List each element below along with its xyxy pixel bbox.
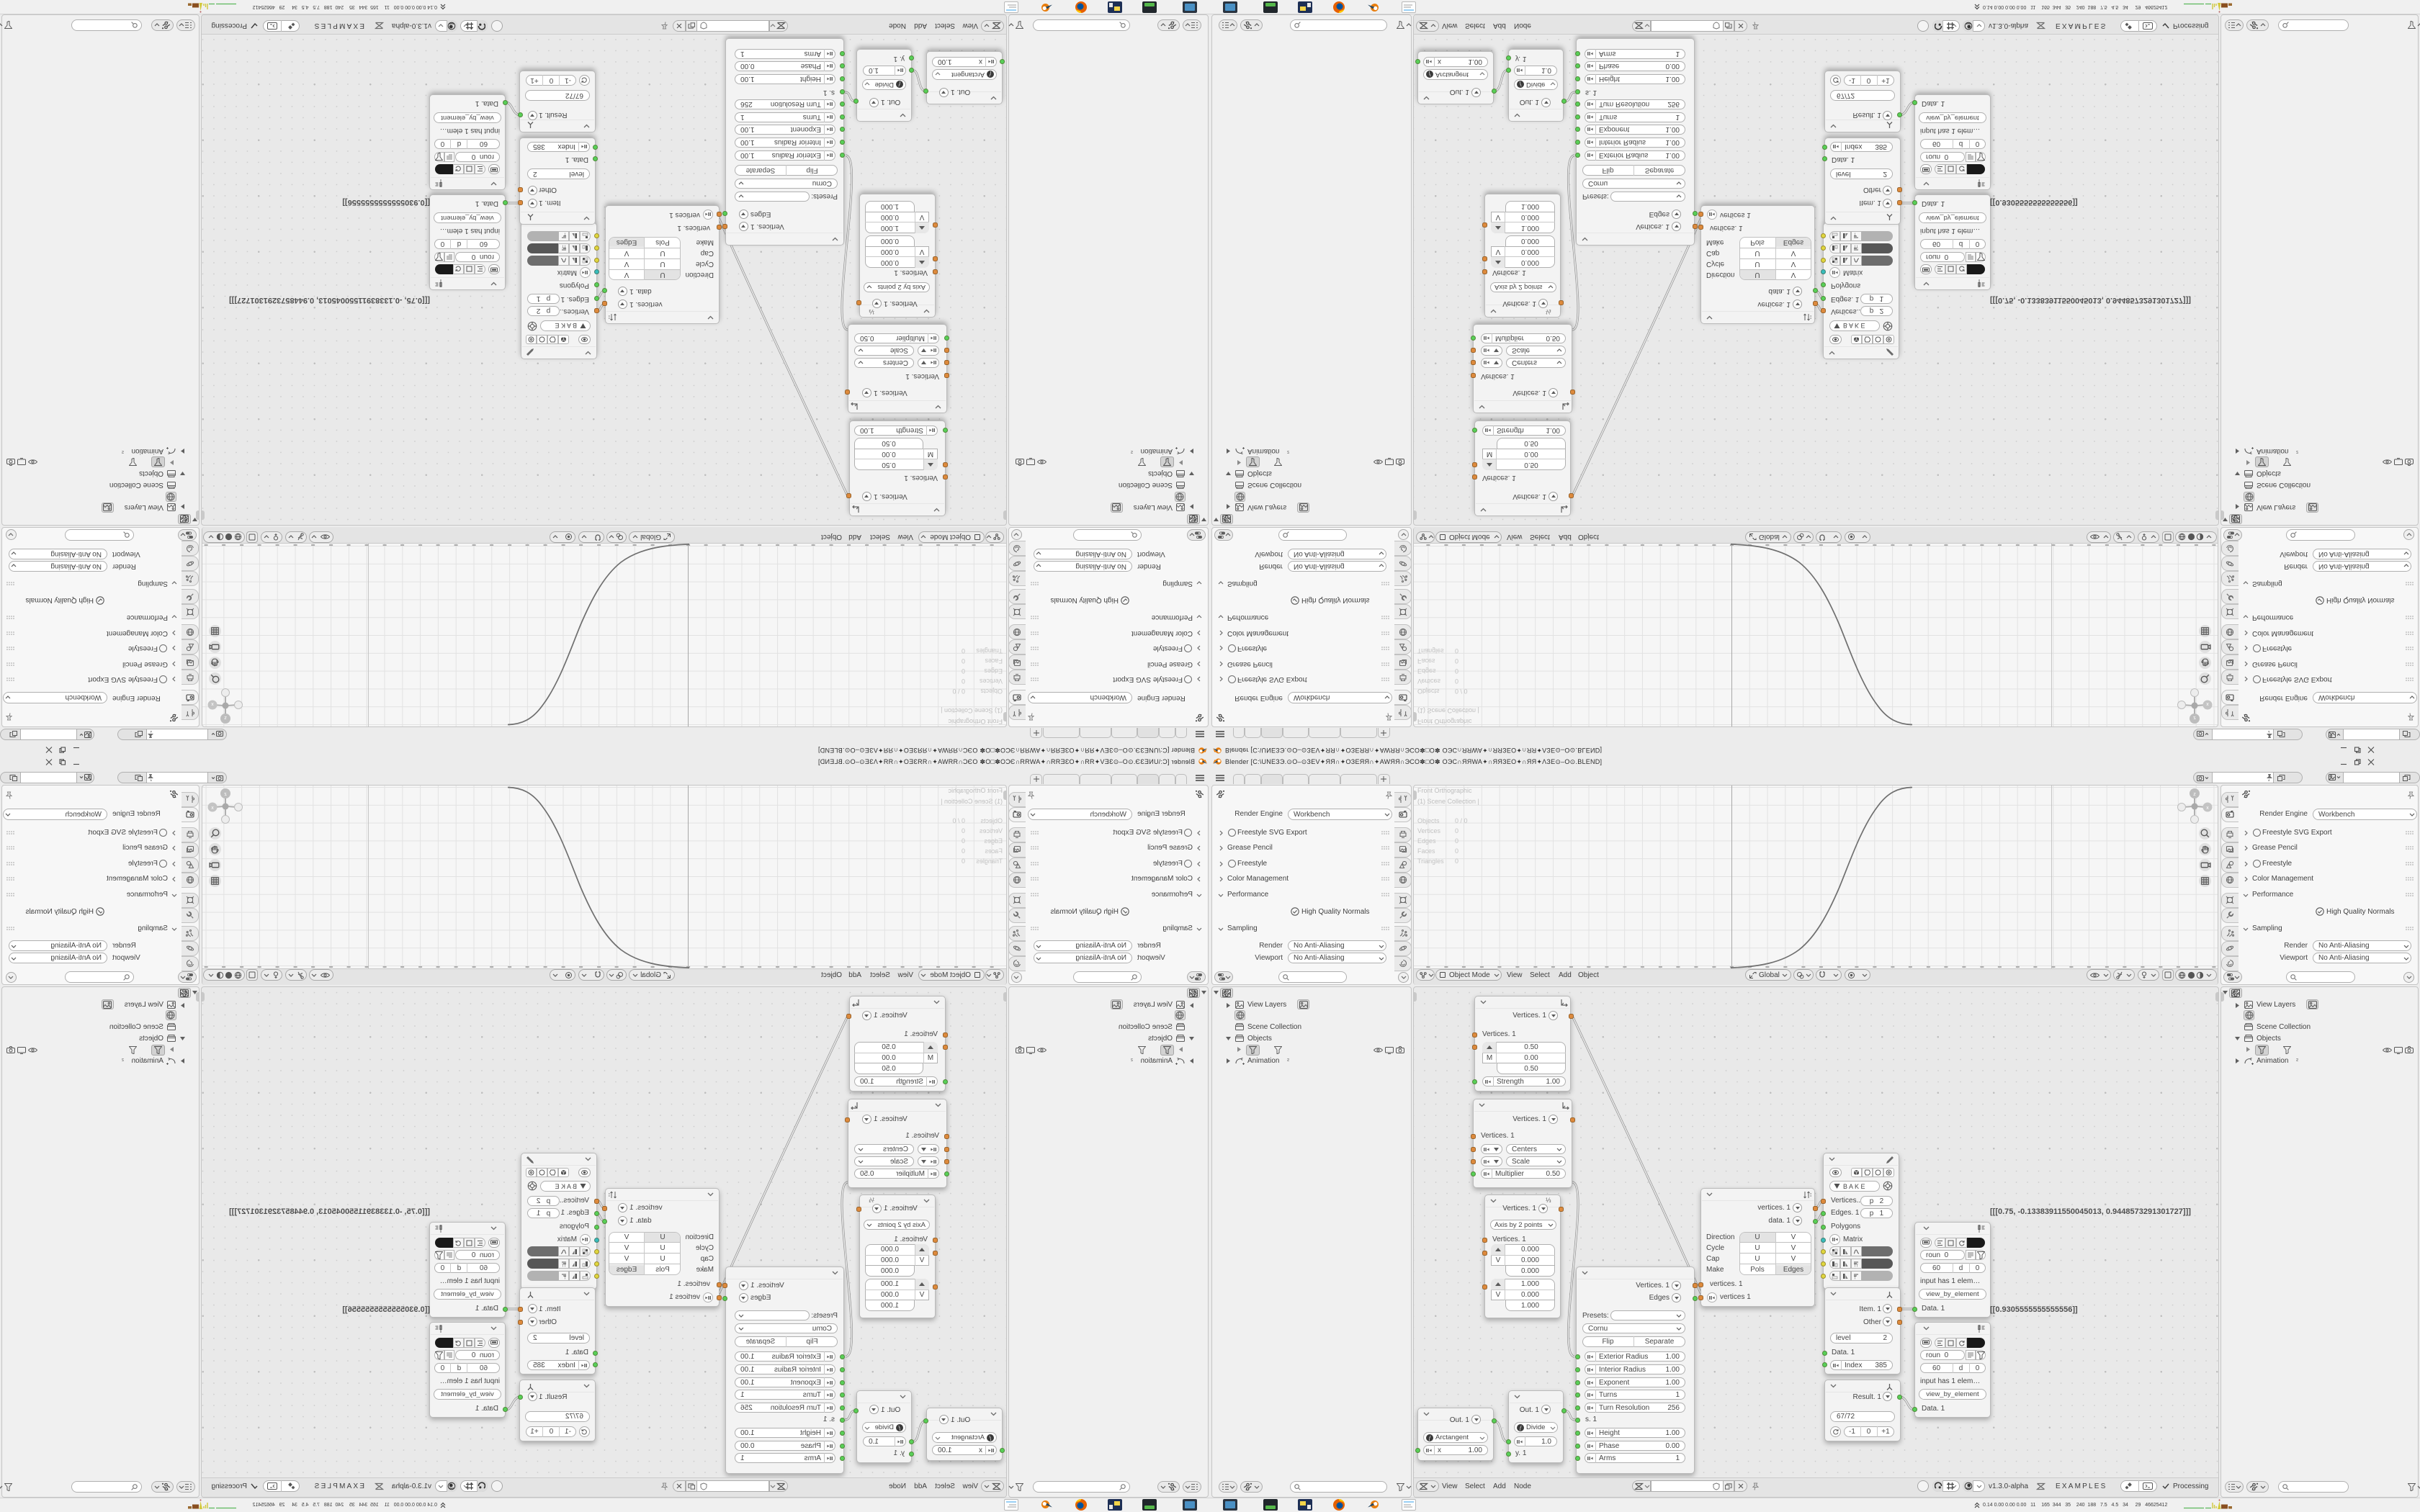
svg-text:x: x [211, 701, 214, 706]
svg-text:TT: TT [1854, 1264, 1858, 1267]
svg-text:T: T [564, 1276, 566, 1279]
svg-text:f: f [989, 1436, 991, 1441]
svg-text:T: T [1854, 233, 1856, 237]
svg-text:f: f [898, 81, 900, 86]
svg-text:TT: TT [562, 1264, 566, 1267]
svg-text:f: f [989, 71, 991, 76]
svg-text:T: T [1854, 1276, 1856, 1279]
svg-text:T: T [564, 233, 566, 237]
svg-text:TT: TT [562, 246, 566, 249]
svg-text:f: f [898, 1426, 900, 1431]
svg-text:z: z [224, 715, 227, 720]
svg-text:TT: TT [1854, 246, 1858, 249]
